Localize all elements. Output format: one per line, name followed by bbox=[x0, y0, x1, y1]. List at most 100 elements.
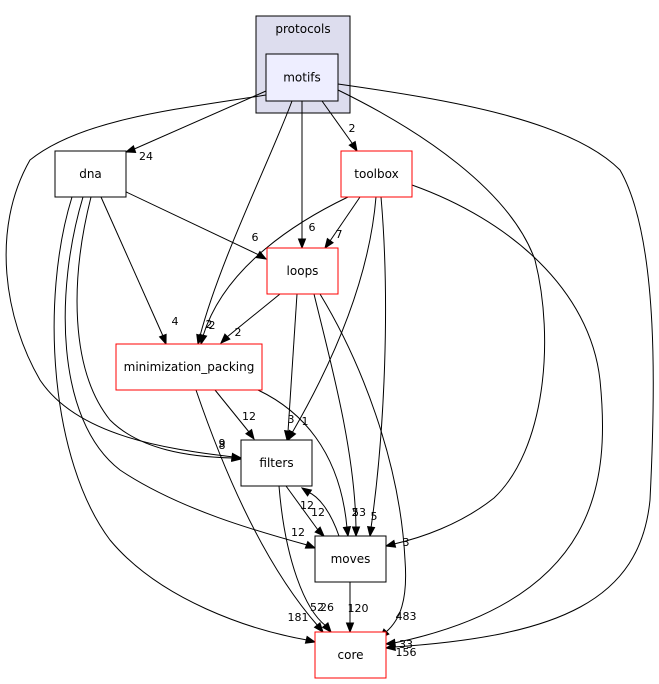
edge-dna-core[interactable]: 181 bbox=[53, 196, 317, 644]
edge-motifs-loops[interactable]: 6 bbox=[297, 101, 316, 250]
edge-line bbox=[313, 293, 357, 529]
edge-toolbox-moves[interactable]: 5 bbox=[366, 196, 386, 538]
edge-arrowhead bbox=[348, 140, 358, 153]
node-core[interactable]: core bbox=[314, 631, 387, 679]
edge-arrowhead bbox=[324, 237, 334, 250]
edge-label: 6 bbox=[309, 221, 316, 234]
edge-line bbox=[53, 196, 308, 641]
edge-dna-loops[interactable]: 6 bbox=[121, 189, 268, 260]
edge-toolbox-loops[interactable]: 7 bbox=[324, 196, 361, 250]
edge-loops-core[interactable]: 483 bbox=[319, 293, 417, 639]
edge-line bbox=[337, 83, 654, 648]
edge-label: 2 bbox=[209, 319, 216, 332]
edge-toolbox-filters[interactable]: 1 bbox=[287, 196, 377, 442]
edge-arrowhead bbox=[342, 526, 352, 538]
node-label: motifs bbox=[283, 71, 321, 85]
edge-label: 24 bbox=[139, 150, 153, 163]
node-dna[interactable]: dna bbox=[54, 150, 127, 198]
edge-filters-moves[interactable]: 12 bbox=[285, 485, 325, 537]
edge-label: 483 bbox=[396, 610, 417, 623]
edge-toolbox-minimization_packing[interactable]: 2 bbox=[199, 196, 349, 346]
edge-label: 1 bbox=[302, 415, 309, 428]
edge-line bbox=[329, 196, 361, 242]
edge-arrowhead bbox=[366, 526, 376, 538]
node-label: core bbox=[338, 648, 364, 662]
node-filters[interactable]: filters bbox=[240, 439, 313, 487]
node-toolbox[interactable]: toolbox bbox=[340, 150, 413, 198]
node-motifs[interactable]: motifs bbox=[265, 53, 339, 102]
edge-line bbox=[307, 491, 340, 537]
node-minimization-packing[interactable]: minimization_packing bbox=[115, 343, 263, 391]
edge-line bbox=[257, 389, 348, 529]
edge-label: 26 bbox=[320, 601, 334, 614]
node-box bbox=[266, 247, 339, 295]
edge-label: 52 bbox=[310, 601, 324, 614]
edge-arrowhead bbox=[313, 621, 324, 634]
edge-motifs-toolbox[interactable]: 2 bbox=[321, 100, 358, 153]
edge-label: 7 bbox=[336, 228, 343, 241]
node-label: dna bbox=[79, 167, 102, 181]
edge-loops-minimization_packing[interactable]: 2 bbox=[220, 293, 281, 344]
edge-line bbox=[199, 100, 293, 337]
node-label: loops bbox=[287, 264, 319, 278]
edge-line bbox=[321, 100, 353, 144]
edge-filters-core[interactable]: 26 bbox=[278, 485, 334, 634]
edge-dna-filters[interactable]: 9 bbox=[76, 196, 243, 463]
edge-label: 53 bbox=[352, 506, 366, 519]
edge-line bbox=[5, 94, 267, 458]
edge-label: 120 bbox=[348, 602, 369, 615]
edge-line bbox=[100, 196, 164, 337]
edge-moves-filters[interactable]: 12 bbox=[300, 487, 340, 537]
edge-label: 181 bbox=[288, 611, 309, 624]
edge-minimization_packing-core[interactable]: 52 bbox=[195, 389, 324, 634]
edge-moves-core[interactable]: 120 bbox=[345, 582, 369, 634]
edge-motifs-core[interactable]: 156 bbox=[337, 83, 654, 659]
edge-label: 2 bbox=[349, 122, 356, 135]
node-label: moves bbox=[331, 552, 371, 566]
edge-arrowhead bbox=[384, 638, 396, 648]
edge-line bbox=[337, 89, 546, 545]
edge-line bbox=[393, 184, 604, 644]
edge-dna-moves[interactable]: 12 bbox=[64, 196, 317, 549]
edge-motifs-dna[interactable]: 24 bbox=[124, 90, 267, 163]
edge-line bbox=[195, 389, 319, 627]
edge-toolbox-core[interactable]: 33 bbox=[384, 184, 604, 651]
edge-minimization_packing-moves[interactable]: 2 bbox=[257, 389, 359, 538]
edge-label: 2 bbox=[235, 326, 242, 339]
edge-label: 12 bbox=[300, 499, 314, 512]
edge-label: 12 bbox=[311, 506, 325, 519]
edge-label: 5 bbox=[371, 510, 378, 523]
edge-label: 6 bbox=[252, 231, 259, 244]
edge-line bbox=[287, 293, 298, 433]
edge-line bbox=[202, 196, 349, 337]
edge-minimization_packing-filters[interactable]: 12 bbox=[214, 389, 256, 441]
edge-motifs-moves[interactable]: 3 bbox=[337, 89, 546, 549]
edge-arrowhead bbox=[345, 622, 355, 634]
edge-label: 12 bbox=[242, 410, 256, 423]
edge-label: 12 bbox=[291, 526, 305, 539]
edge-line bbox=[285, 485, 319, 531]
edge-label: 3 bbox=[403, 536, 410, 549]
edge-line bbox=[319, 293, 407, 633]
node-label: minimization_packing bbox=[124, 360, 255, 374]
node-box bbox=[314, 631, 387, 679]
edge-label: 3 bbox=[288, 413, 295, 426]
node-box bbox=[115, 343, 263, 391]
edge-line bbox=[121, 189, 260, 256]
edge-label: 4 bbox=[172, 315, 179, 328]
node-label: filters bbox=[259, 456, 293, 470]
node-moves[interactable]: moves bbox=[314, 535, 387, 583]
edge-arrowhead bbox=[314, 526, 325, 537]
edge-label: 156 bbox=[396, 646, 417, 659]
edge-loops-moves[interactable]: 53 bbox=[313, 293, 366, 538]
edge-line bbox=[76, 196, 234, 459]
edge-motifs-minimization_packing[interactable]: 2 bbox=[196, 100, 293, 346]
edge-loops-filters[interactable]: 3 bbox=[283, 293, 298, 442]
node-loops[interactable]: loops bbox=[266, 247, 339, 295]
edge-arrowhead bbox=[297, 238, 307, 250]
edge-line bbox=[131, 90, 267, 151]
edge-label: 33 bbox=[399, 638, 413, 651]
edge-dna-minimization_packing[interactable]: 4 bbox=[100, 196, 179, 346]
edge-line bbox=[214, 389, 250, 433]
